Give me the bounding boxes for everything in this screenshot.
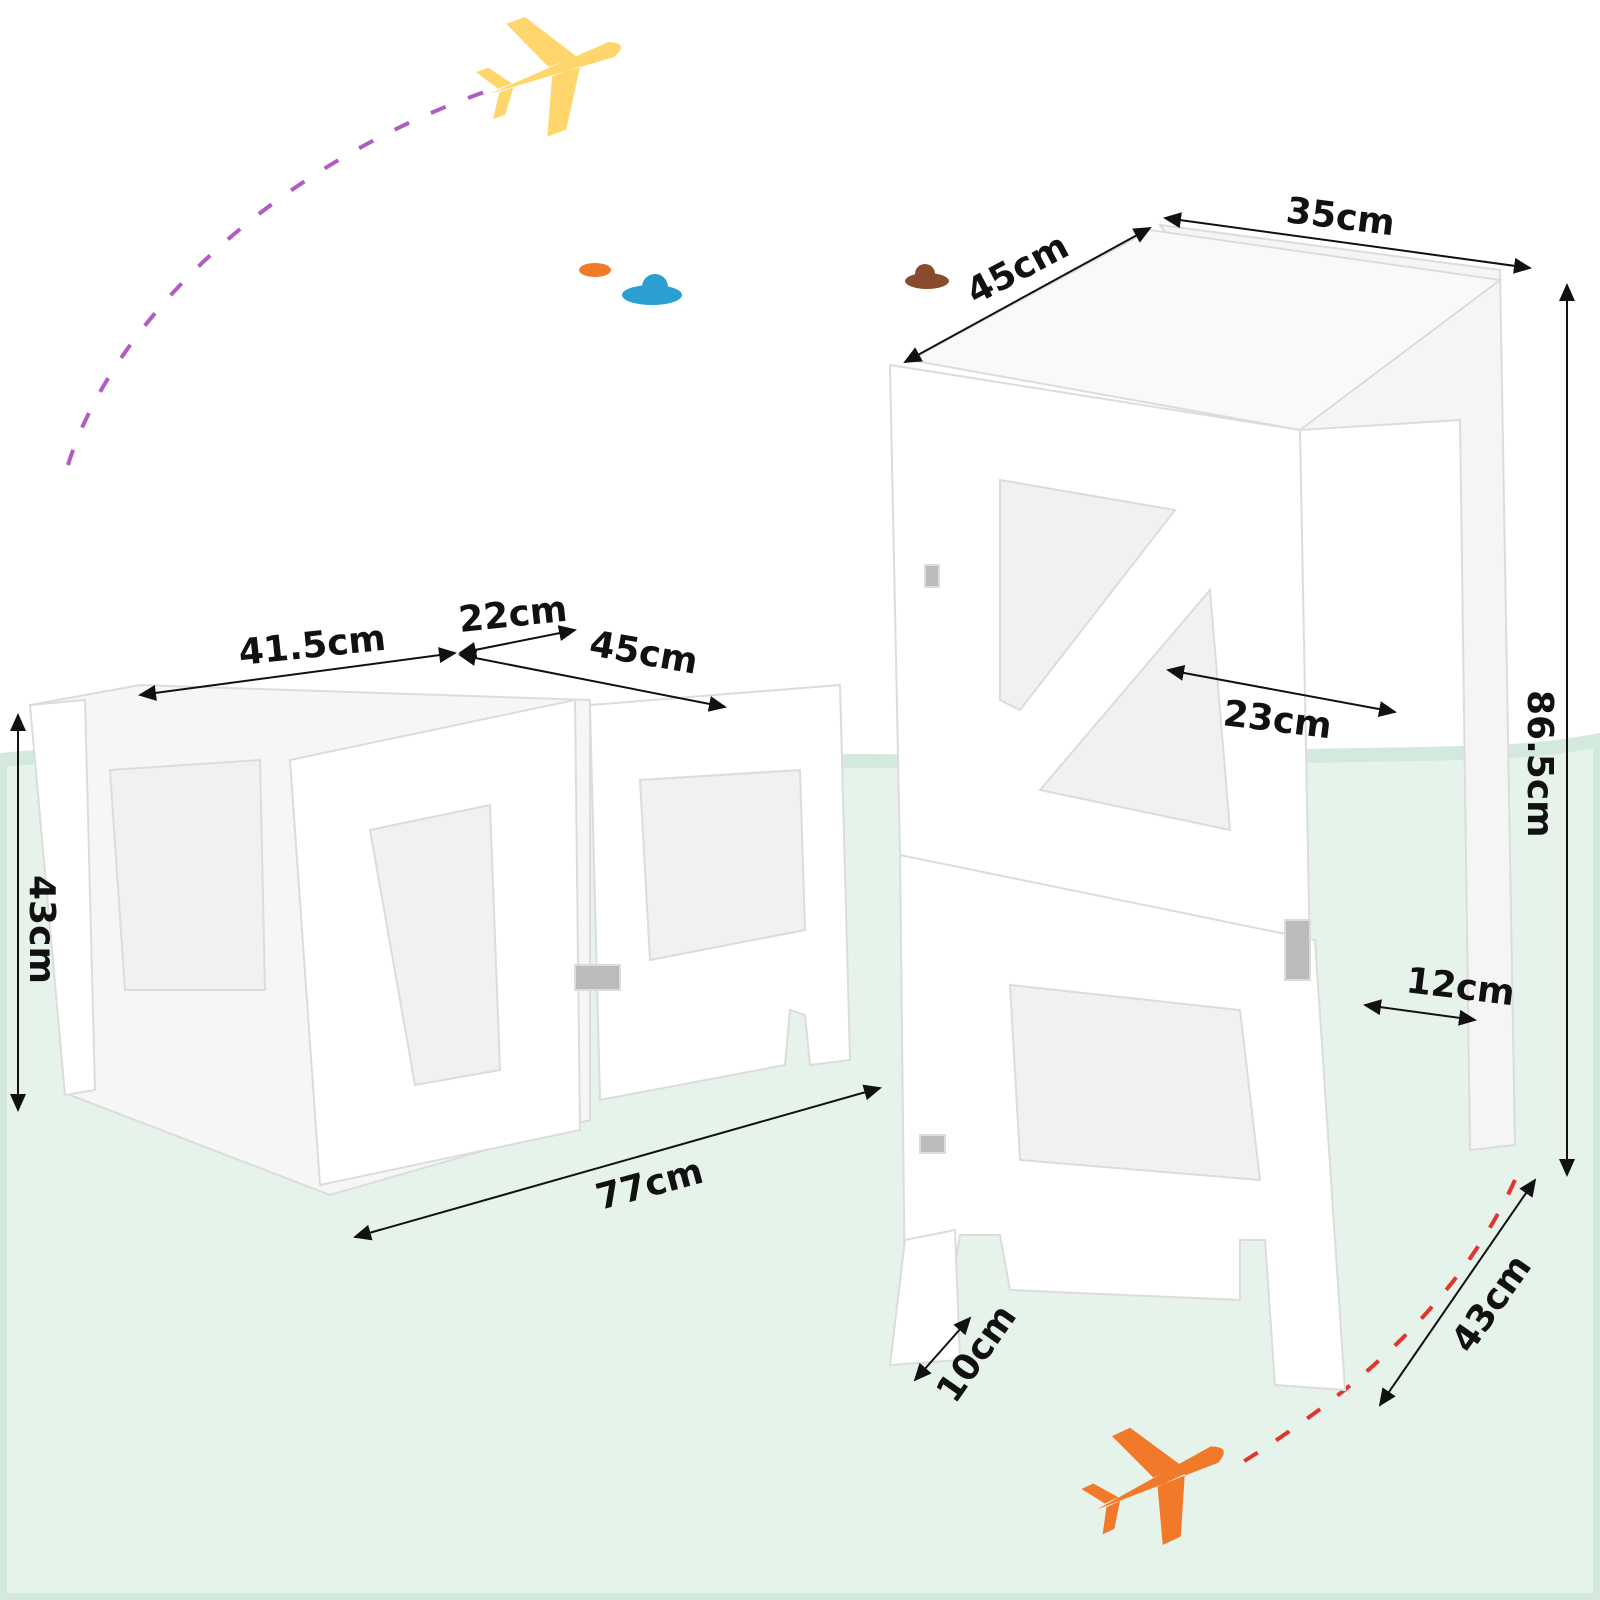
learning-tower [888,223,1517,1392]
dim-label-tower-height: 86.5cm [1519,690,1560,838]
airplane-icon [1081,1427,1224,1545]
folded-stool [28,683,852,1197]
airplane-icon [475,17,621,137]
dim-label-height: 43cm [21,875,62,984]
flight-path-top [66,88,491,466]
dimension-lines [10,212,1575,1407]
